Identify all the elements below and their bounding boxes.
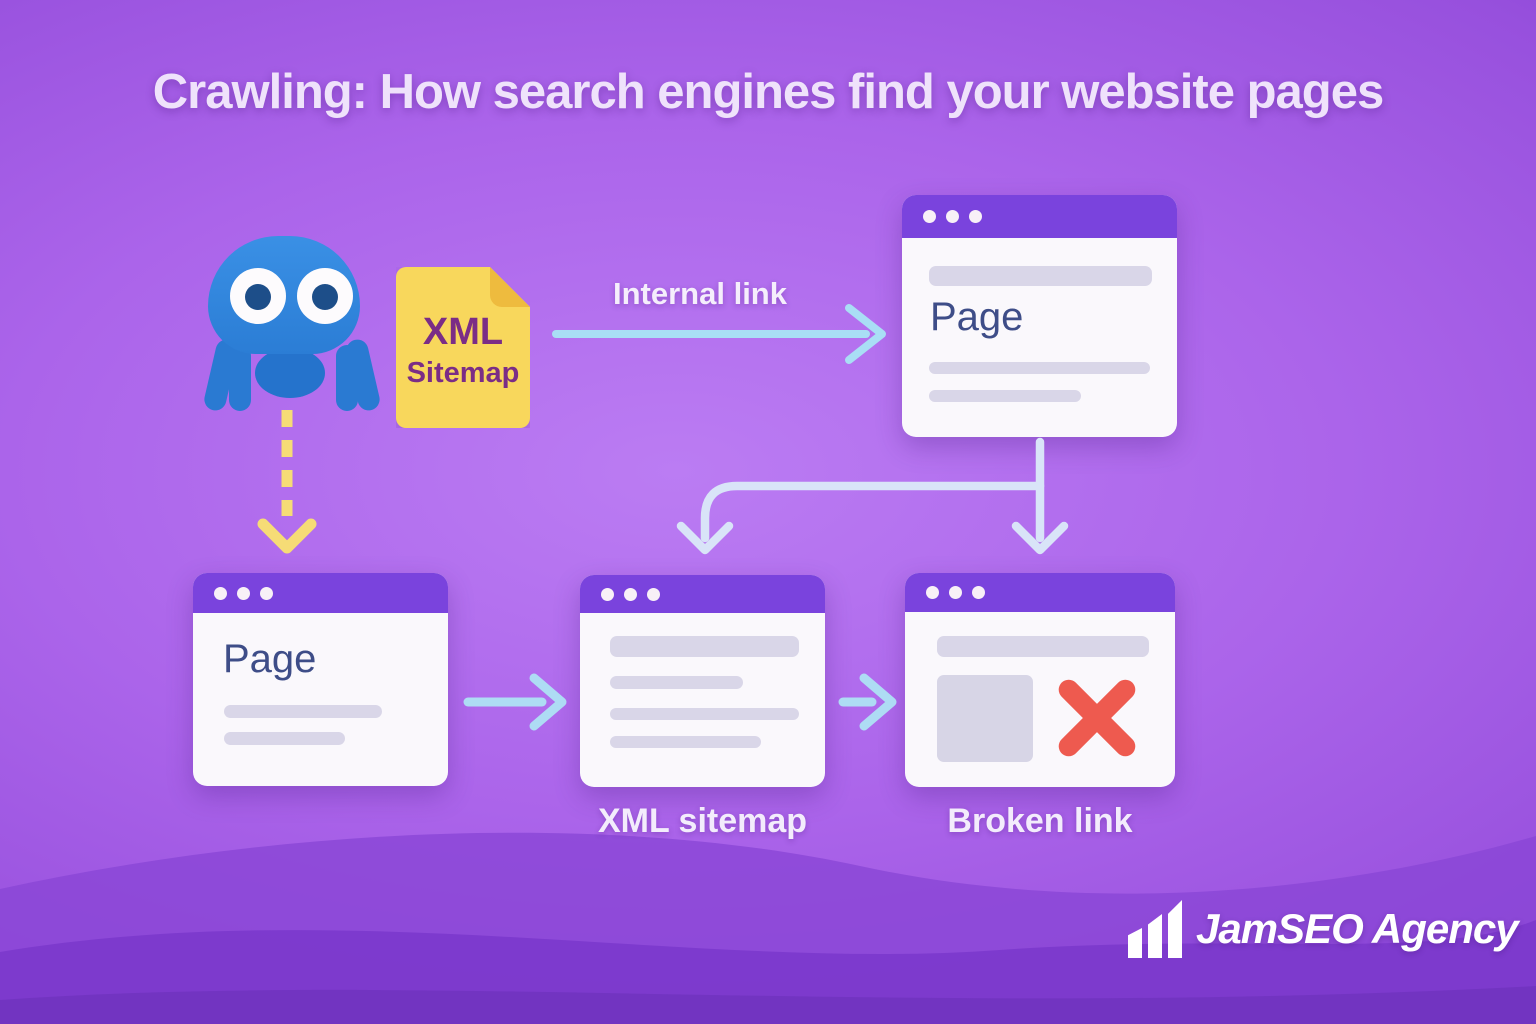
window-control-dot (969, 210, 982, 223)
skeleton-line (937, 636, 1149, 657)
branch-arrow-left (676, 481, 1045, 555)
window-control-dot (214, 586, 227, 600)
bar-chart-icon (1128, 900, 1182, 958)
xml-doc-label-line2: Sitemap (406, 357, 520, 389)
error-x-icon (1054, 675, 1140, 761)
crawler-spider-icon (196, 236, 386, 416)
browser-window-page-top: Page (902, 195, 1177, 437)
brand-logo: JamSEO Agency (1128, 900, 1519, 958)
skeleton-line (610, 736, 761, 748)
window-control-dot (601, 587, 614, 601)
spider-eye (297, 268, 353, 324)
brand-logo-text: JamSEO Agency (1196, 905, 1519, 952)
window-control-dot (647, 587, 660, 601)
spider-head (208, 236, 360, 354)
image-placeholder-block (937, 675, 1033, 762)
window-control-dot (923, 210, 936, 223)
internal-link-label: Internal link (613, 276, 787, 311)
xml-doc-label-line1: XML (422, 311, 504, 353)
skeleton-line (224, 732, 345, 745)
caption-broken-link: Broken link (947, 802, 1133, 840)
skeleton-line (610, 708, 799, 720)
page-window-title: Page (930, 295, 1024, 339)
skeleton-line (929, 390, 1081, 402)
window-control-dot (237, 586, 250, 600)
spider-leg (229, 345, 251, 411)
spider-pupil (245, 284, 271, 310)
browser-window-broken-link (905, 573, 1175, 787)
spider-eye (230, 268, 286, 324)
window-control-dot (949, 586, 962, 599)
branch-arrow-down (1011, 437, 1069, 555)
browser-window-xml-sitemap (580, 575, 825, 787)
xml-sitemap-file-icon: XML Sitemap (396, 267, 530, 428)
page-window-title: Page (223, 637, 317, 681)
skeleton-line (929, 362, 1150, 374)
window-titlebar (905, 573, 1175, 612)
caption-xml-sitemap: XML sitemap (597, 802, 808, 840)
window-titlebar (902, 195, 1177, 238)
window-control-dot (972, 586, 985, 599)
page-title: Crawling: How search engines find your w… (152, 65, 1384, 119)
window-control-dot (926, 586, 939, 599)
spider-body (255, 348, 325, 398)
page-flow-arrow-2 (838, 673, 897, 731)
wave-shape-3 (0, 986, 1536, 1024)
window-control-dot (624, 587, 637, 601)
window-control-dot (260, 586, 273, 600)
internal-link-arrow (552, 304, 886, 364)
window-titlebar (580, 575, 825, 613)
page-fold-corner (490, 267, 530, 307)
skeleton-line (610, 676, 743, 689)
window-control-dot (946, 210, 959, 223)
skeleton-line (929, 266, 1152, 286)
page-flow-arrow-1 (463, 673, 567, 731)
skeleton-line (224, 705, 382, 718)
skeleton-line (610, 636, 799, 657)
spider-pupil (312, 284, 338, 310)
window-titlebar (193, 573, 448, 613)
crawler-dashed-arrow (257, 410, 317, 554)
browser-window-page-bottom: Page (193, 573, 448, 786)
